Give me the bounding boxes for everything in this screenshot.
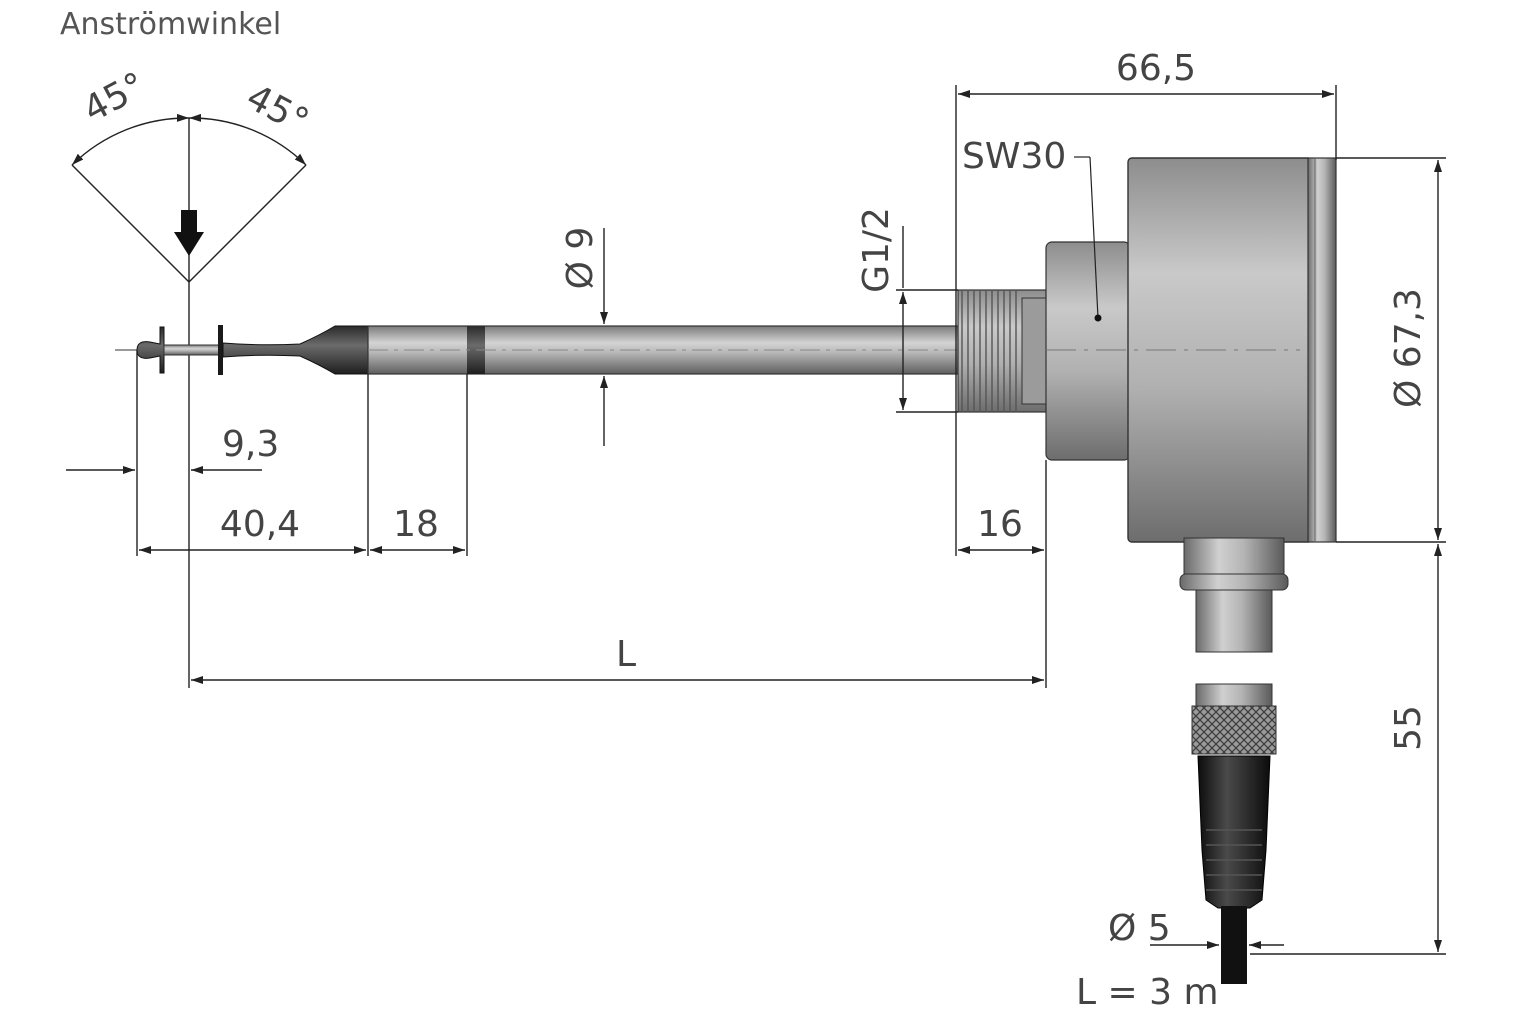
total-width-label: 66,5 (1116, 48, 1196, 89)
housing-connector (1179, 537, 1289, 653)
thread-fitting (957, 289, 1047, 413)
angle-left-label: 45° (77, 65, 153, 131)
insertion-length-label: L (616, 634, 636, 675)
cable-diameter-label: Ø 5 (1108, 908, 1171, 949)
housing-diameter-label: Ø 67,3 (1388, 288, 1429, 408)
drawing-title: Anströmwinkel (60, 7, 281, 42)
band-length-label: 18 (393, 504, 439, 545)
flow-angle-diagram: 45° 45° (71, 65, 316, 470)
housing (1046, 157, 1337, 543)
probe-rod (367, 325, 959, 375)
thread-label: G1/2 (856, 207, 897, 293)
connector-height-label: 55 (1388, 705, 1429, 751)
cable-length-label: L = 3 m (1076, 972, 1219, 1013)
angle-right-label: 45° (240, 77, 316, 143)
tip-offset-label: 9,3 (222, 424, 279, 465)
probe-tip (115, 325, 369, 375)
thread-length-label: 16 (977, 504, 1023, 545)
tip-length-label: 40,4 (220, 504, 300, 545)
cable-connector (1191, 683, 1277, 984)
flow-arrow-icon (174, 210, 204, 256)
probe-diameter-label: Ø 9 (560, 227, 601, 290)
wrench-size-label: SW30 (962, 136, 1066, 177)
wrench-hex (1045, 241, 1131, 461)
